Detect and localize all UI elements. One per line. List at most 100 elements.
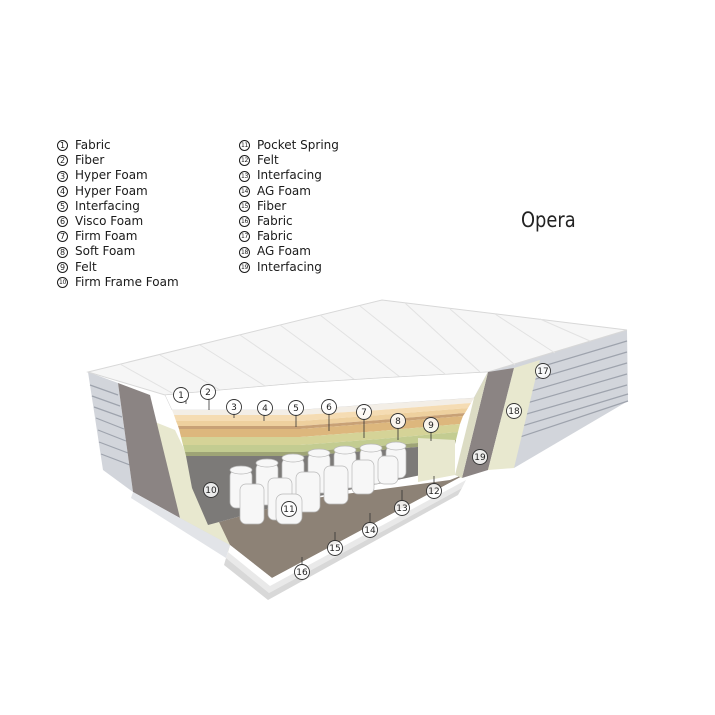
legend-item: 15 Fiber	[239, 199, 339, 214]
callout-circle	[281, 501, 297, 517]
legend-number: 12	[239, 155, 250, 167]
callout-number: 18	[508, 407, 520, 417]
legend-item: 3 Hyper Foam	[57, 168, 179, 183]
legend-number: 6	[57, 216, 68, 228]
legend-item: 10 Firm Frame Foam	[57, 275, 179, 290]
callout-circle	[226, 399, 242, 415]
legend-label: AG Foam	[257, 244, 311, 259]
callout-circle	[288, 400, 304, 416]
legend-number: 1	[57, 140, 68, 152]
callout-number: 6	[326, 403, 332, 413]
legend-item: 14 AG Foam	[239, 184, 339, 199]
legend-label: Felt	[257, 153, 279, 168]
legend-label: Visco Foam	[75, 214, 144, 229]
legend-item: 18 AG Foam	[239, 244, 339, 259]
legend-label: Fiber	[257, 198, 287, 213]
layer-soft	[183, 432, 458, 452]
callout-circle	[203, 482, 219, 498]
callout-circle	[535, 363, 551, 379]
legend-label: Hyper Foam	[75, 183, 148, 198]
legend-item: 11 Pocket Spring	[239, 138, 339, 153]
legend-number: 7	[57, 231, 68, 243]
callout-number: 19	[474, 453, 486, 463]
callout-circle	[356, 404, 372, 420]
legend-label: Hyper Foam	[75, 168, 148, 183]
callout-circle	[423, 417, 439, 433]
legend-label: Firm Frame Foam	[75, 274, 179, 289]
callout-circle	[390, 413, 406, 429]
callout-number: 8	[395, 417, 401, 427]
legend-item: 6 Visco Foam	[57, 214, 179, 229]
right-edge-top	[455, 372, 488, 478]
interfacing-left	[118, 383, 180, 518]
legend-number: 8	[57, 246, 68, 258]
callout-circle	[394, 500, 410, 516]
legend-label: Fabric	[257, 214, 293, 229]
pocket-springs	[229, 441, 407, 525]
interfacing-right	[462, 368, 514, 478]
callout-number: 14	[364, 526, 376, 536]
callout-circle	[257, 400, 273, 416]
legend-number: 3	[57, 170, 68, 182]
legend-number: 16	[239, 216, 250, 228]
legend-item: 4 Hyper Foam	[57, 184, 179, 199]
legend-number: 2	[57, 155, 68, 167]
callout-number: 7	[361, 408, 367, 418]
legend-label: Felt	[75, 259, 97, 274]
legend-number: 5	[57, 200, 68, 212]
callout-circle	[506, 403, 522, 419]
legend-item: 1 Fabric	[57, 138, 179, 153]
legend-item: 7 Firm Foam	[57, 229, 179, 244]
legend-item: 16 Fabric	[239, 214, 339, 229]
product-title: Opera	[521, 208, 576, 232]
cut-floor	[208, 472, 470, 578]
legend-number: 19	[239, 261, 250, 273]
callout-circle	[472, 449, 488, 465]
legend-label: AG Foam	[257, 183, 311, 198]
legend-item: 5 Interfacing	[57, 199, 179, 214]
callout-number: 11	[283, 505, 294, 515]
legend-label: Fabric	[75, 138, 111, 152]
callout-circle	[294, 564, 310, 580]
legend-item: 12 Felt	[239, 153, 339, 168]
callout-number: 10	[205, 486, 217, 496]
legend-item: 2 Fiber	[57, 153, 179, 168]
legend-number: 13	[239, 170, 250, 182]
callout-circle	[200, 384, 216, 400]
callout-circle	[321, 399, 337, 415]
callout-number: 17	[537, 367, 548, 377]
callout-number: 3	[231, 403, 237, 413]
legend-label: Fabric	[257, 229, 293, 244]
layer-visco	[179, 416, 463, 437]
layer-hyper-2	[176, 408, 468, 426]
mattress-left-end-stripes	[89, 384, 131, 466]
legend-number: 14	[239, 185, 250, 197]
legend-number: 11	[239, 140, 250, 152]
legend-number: 18	[239, 246, 250, 258]
callout-circle	[173, 387, 189, 403]
fabric-left	[131, 492, 230, 558]
callout-circle	[327, 540, 343, 556]
legend-label: Firm Foam	[75, 229, 138, 244]
legend-number: 17	[239, 231, 250, 243]
legend-item: 9 Felt	[57, 260, 179, 275]
legend-item: 17 Fabric	[239, 229, 339, 244]
legend-label: Soft Foam	[75, 244, 136, 259]
callout-circle	[426, 483, 442, 499]
legend-label: Pocket Spring	[257, 138, 339, 152]
legend-number: 15	[239, 200, 250, 212]
legend-item: 8 Soft Foam	[57, 244, 179, 259]
callout-number: 5	[293, 404, 299, 414]
legend-label: Interfacing	[75, 198, 140, 213]
legend-number: 4	[57, 185, 68, 197]
callout-number: 15	[329, 544, 340, 554]
legend-number: 10	[57, 276, 68, 288]
legend-label: Fiber	[75, 153, 105, 168]
legend-number: 9	[57, 261, 68, 273]
